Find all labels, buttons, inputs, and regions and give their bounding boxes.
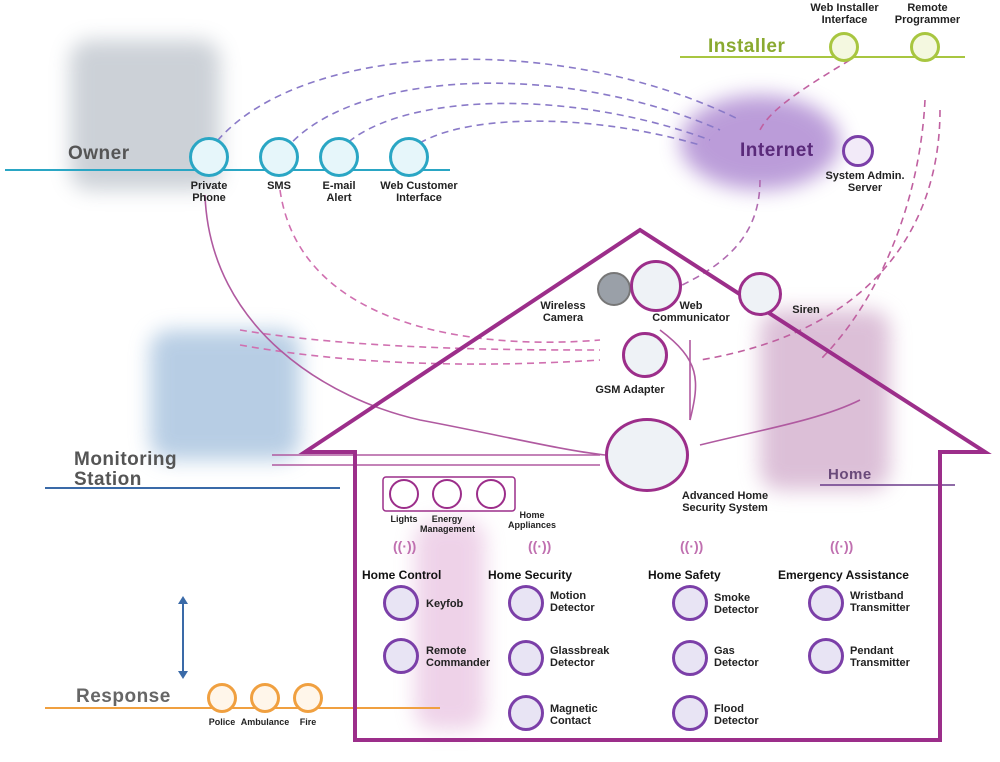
flood-icon — [672, 695, 708, 731]
flow-path — [659, 179, 761, 296]
device-label: Pendant Transmitter — [850, 645, 910, 669]
flow-path — [659, 329, 697, 421]
gauge-icon — [432, 479, 462, 509]
response-service-label: Ambulance — [240, 717, 290, 727]
house-outline — [298, 227, 992, 742]
siren-label: Siren — [792, 304, 820, 316]
bulb-icon — [389, 479, 419, 509]
device-label: Motion Detector — [550, 590, 595, 614]
server-icon — [842, 135, 874, 167]
owner-label: Owner — [68, 143, 130, 164]
envelope-icon — [259, 137, 299, 177]
magnet-icon — [508, 695, 544, 731]
flow-path — [239, 344, 601, 365]
server-label: System Admin. Server — [825, 170, 905, 194]
laptop-icon — [829, 32, 859, 62]
flame-icon — [293, 683, 323, 713]
wireless-icon: ((·)) — [830, 538, 854, 554]
monitoring-photo — [150, 330, 300, 460]
flow-path — [699, 109, 941, 361]
control-panel-icon — [605, 418, 689, 492]
flow-path — [204, 194, 606, 456]
internet-label: Internet — [740, 140, 814, 161]
home-control-title: Home Control — [362, 568, 442, 582]
device-label: Keyfob — [426, 598, 464, 610]
motion-sensor-icon — [508, 585, 544, 621]
channel-label: Private Phone — [190, 180, 228, 204]
phone-icon — [189, 137, 229, 177]
flow-path — [819, 99, 926, 361]
flow-path — [699, 399, 861, 446]
panel-label: Advanced Home Security System — [681, 490, 769, 514]
installer-tool-label: Remote Programmer — [894, 2, 961, 26]
wireless-icon: ((·)) — [528, 538, 552, 554]
glassbreak-icon — [508, 640, 544, 676]
wristband-icon — [808, 585, 844, 621]
channel-label: Web Customer Interface — [380, 180, 458, 204]
response-label: Response — [76, 686, 171, 707]
arrow-head — [178, 671, 188, 679]
camera-label: Wireless Camera — [540, 300, 586, 324]
flow-path — [279, 189, 601, 343]
cross-icon — [250, 683, 280, 713]
flow-path — [759, 59, 851, 131]
arrow-head — [178, 596, 188, 604]
at-sign-icon — [319, 137, 359, 177]
wireless-icon: ((·)) — [680, 538, 704, 554]
device-label: Gas Detector — [714, 645, 759, 669]
flow-path — [284, 82, 721, 151]
appliance-icon — [476, 479, 506, 509]
home-service-label: Lights — [390, 514, 418, 524]
internet-cloud — [680, 95, 840, 190]
flow-path — [209, 58, 741, 151]
home-safety-title: Home Safety — [648, 568, 721, 582]
gsm-label: GSM Adapter — [595, 384, 665, 396]
device-label: Magnetic Contact — [550, 703, 598, 727]
monitor-icon — [389, 137, 429, 177]
keyfob-icon — [383, 585, 419, 621]
communicator-icon — [630, 260, 682, 312]
wireless-icon: ((·)) — [393, 538, 417, 554]
pendant-icon — [808, 638, 844, 674]
monitoring-label: Monitoring Station — [74, 449, 178, 490]
device-label: Remote Commander — [426, 645, 491, 669]
installer-tool-label: Web Installer Interface — [810, 2, 879, 26]
home-security-title: Home Security — [488, 568, 573, 582]
device-label: Flood Detector — [714, 703, 759, 727]
emergency-title: Emergency Assistance — [778, 568, 909, 582]
channel-label: E-mail Alert — [322, 180, 356, 204]
home-photo — [760, 310, 890, 490]
response-service-label: Police — [208, 717, 236, 727]
flow-path — [239, 329, 601, 351]
home-services-box — [382, 476, 516, 512]
gas-icon — [672, 640, 708, 676]
flow-path — [409, 120, 701, 151]
device-label: Wristband Transmitter — [850, 590, 910, 614]
remote-icon — [383, 638, 419, 674]
response-service-label: Fire — [299, 717, 317, 727]
communicator-label: Web Communicator — [652, 300, 730, 324]
star-icon — [207, 683, 237, 713]
installer-label: Installer — [708, 36, 786, 57]
smoke-icon — [672, 585, 708, 621]
device-label: Glassbreak Detector — [550, 645, 610, 669]
home-service-label: Home Appliances — [507, 510, 556, 530]
camera-icon — [597, 272, 631, 306]
door-glow — [415, 520, 485, 730]
siren-icon — [738, 272, 782, 316]
device-label: Smoke Detector — [714, 592, 759, 616]
home-service-label: Energy Management — [420, 514, 476, 534]
home-label: Home — [828, 466, 872, 483]
gsm-adapter-icon — [622, 332, 668, 378]
flow-path — [339, 102, 711, 151]
laptop-icon — [910, 32, 940, 62]
channel-label: SMS — [267, 180, 291, 192]
